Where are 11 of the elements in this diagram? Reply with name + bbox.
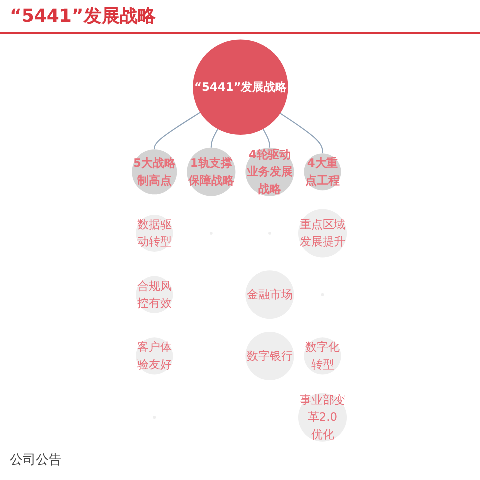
node-circle: 4轮驱动业务发展战略: [246, 148, 295, 196]
connector: [280, 113, 324, 154]
node-circle: 1轨支撑保障战略: [188, 148, 236, 196]
connector: [211, 129, 219, 148]
node-circle: “5441”发展战略: [193, 40, 289, 136]
connector: [263, 129, 271, 148]
node-circle: 5大战略制高点: [132, 150, 178, 195]
node-circle: 4大重点工程: [304, 154, 342, 191]
source-note: 公司公告: [10, 453, 62, 468]
diagram-title: “5441”发展战略: [0, 0, 480, 34]
connector: [154, 112, 202, 150]
